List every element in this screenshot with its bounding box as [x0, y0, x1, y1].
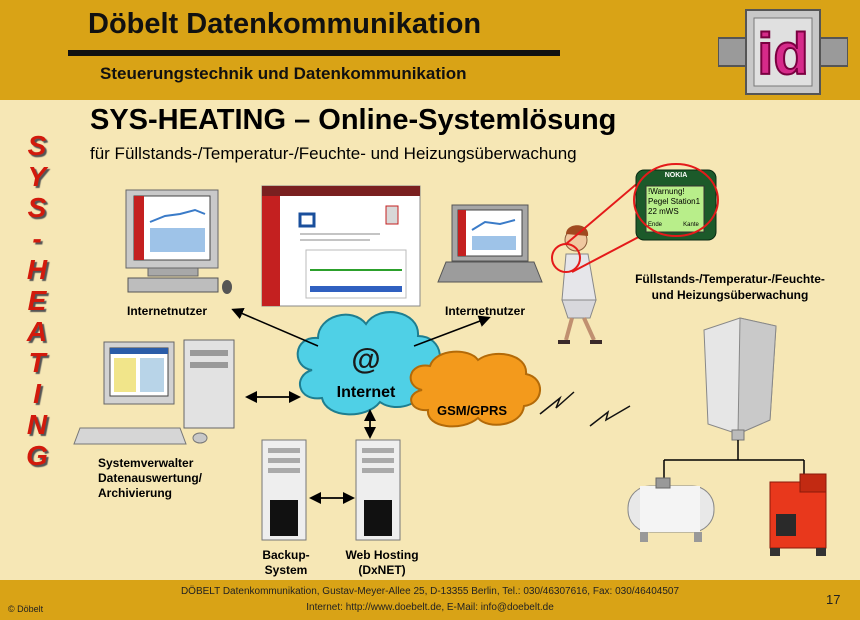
side-title: S Y S - H E A T I N G [14, 130, 60, 471]
gsm-cloud [409, 350, 541, 428]
side-letter: H [26, 254, 48, 285]
phone-softkey-right: Kante [683, 222, 699, 228]
header-band: Döbelt Datenkommunikation Steuerungstech… [0, 0, 860, 100]
side-letter: A [26, 316, 48, 347]
web-portal-screenshot [261, 185, 421, 307]
phone-warning-line: !Warnung! [648, 187, 685, 196]
page-number: 17 [826, 592, 841, 607]
label-gsm-gprs: GSM/GPRS [436, 403, 508, 418]
label-hosting-line2: (DxNET) [358, 563, 406, 577]
footer-contact: Internet: http://www.doebelt.de, E-Mail:… [306, 602, 554, 613]
label-internet-user-right: Internetnutzer [444, 304, 525, 318]
subtitle: für Füllstands-/Temperatur-/Feuchte- und… [90, 144, 577, 163]
logo-text: id [757, 22, 809, 87]
crt-monitor-icon [125, 189, 232, 294]
desktop-pc-icon [73, 339, 235, 445]
footer-band: DÖBELT Datenkommunikation, Gustav-Meyer-… [0, 580, 860, 620]
label-sysadmin-line3: Archivierung [98, 486, 173, 500]
label-sysadmin-line2: Datenauswertung/ [98, 471, 203, 485]
side-letter: Y [27, 161, 47, 192]
laptop-icon [437, 204, 543, 283]
boiler-icon [769, 473, 827, 556]
connection-arrows [231, 308, 491, 504]
side-letter: T [28, 347, 46, 378]
label-monitoring-line2: und Heizungsüberwachung [651, 288, 809, 302]
side-letter: S [27, 130, 47, 161]
side-letter: N [26, 409, 48, 440]
woman-with-phone-figure [551, 225, 602, 344]
side-letter: G [26, 440, 48, 471]
oil-tank-icon [627, 477, 715, 542]
label-backup-line1: Backup- [262, 548, 310, 562]
sensor-box-icon [703, 317, 777, 441]
mobile-phone-closeup [633, 163, 719, 241]
wireless-signal-icon [589, 405, 631, 427]
side-letter: E [27, 285, 47, 316]
company-logo: id [718, 9, 848, 95]
company-tagline: Steuerungstechnik und Datenkommunikation [100, 64, 467, 83]
side-letter: - [32, 223, 42, 254]
backup-server-icon [261, 439, 307, 541]
phone-brand: NOKIA [664, 172, 688, 179]
label-internet: Internet [336, 384, 396, 401]
phone-value-line: 22 mWS [648, 207, 679, 216]
footer-address: DÖBELT Datenkommunikation, Gustav-Meyer-… [180, 586, 680, 597]
copyright: © Döbelt [8, 604, 44, 614]
phone-station-line: Pegel Station1 [648, 197, 701, 206]
label-sysadmin-line1: Systemverwalter [98, 456, 194, 470]
side-letter: I [33, 378, 41, 409]
label-backup-line2: System [264, 563, 308, 577]
web-hosting-server-icon [355, 439, 401, 541]
wireless-signal-icon [539, 391, 575, 415]
header-divider [68, 50, 560, 56]
label-monitoring-line1: Füllstands-/Temperatur-/Feuchte- [635, 272, 825, 286]
label-internet-user-left: Internetnutzer [126, 304, 207, 318]
at-icon: @ [351, 343, 381, 376]
main-title: SYS-HEATING – Online-Systemlösung [90, 104, 617, 136]
side-letter: S [27, 192, 47, 223]
label-hosting-line1: Web Hosting [345, 548, 419, 562]
phone-softkey-left: Ende [648, 222, 663, 228]
company-name: Döbelt Datenkommunikation [88, 8, 482, 40]
